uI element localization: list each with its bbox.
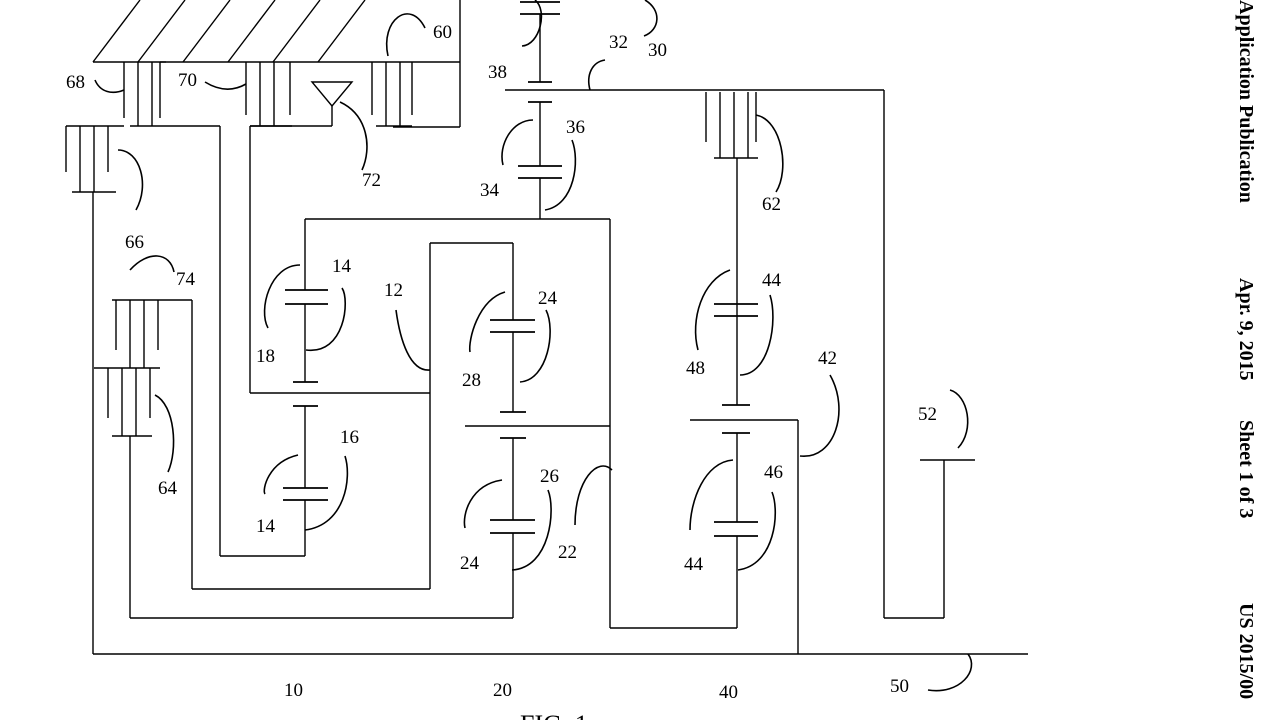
label-72: 72 [362,170,381,191]
label-28: 28 [462,370,481,391]
label-62: 62 [762,194,781,215]
label-20: 20 [493,680,512,701]
label-18: 18 [256,346,275,367]
brake-68 [123,61,166,127]
clutch-64 [94,367,160,437]
gearset-20 [490,243,535,618]
label-34: 34 [480,180,500,201]
label-48: 48 [686,358,705,379]
clutch-66 [65,125,124,193]
brake-70 [245,62,292,127]
label-16: 16 [340,427,359,448]
label-52: 52 [918,404,937,425]
header-number: US 2015/00 [1235,603,1257,699]
label-32: 32 [609,32,628,53]
label-14-lower: 14 [256,516,276,537]
label-68: 68 [66,72,85,93]
reference-numerals: 60 68 70 72 66 74 64 14 12 18 16 14 24 2… [66,22,937,703]
label-12: 12 [384,280,403,301]
label-64: 64 [158,478,178,499]
figure-label: FIG. 1 [520,710,588,720]
members [92,89,1028,655]
brake-60 [371,62,413,127]
label-44-upper: 44 [762,270,782,291]
label-46: 46 [764,462,783,483]
label-66: 66 [125,232,144,253]
label-24-upper: 24 [538,288,558,309]
clutch-62 [705,92,758,159]
label-38: 38 [488,62,507,83]
label-36: 36 [566,117,585,138]
label-74: 74 [176,269,196,290]
label-26: 26 [540,466,559,487]
gearset-30 [518,1,562,219]
label-22: 22 [558,542,577,563]
leader-lines [94,0,973,692]
label-44-lower: 44 [684,554,704,575]
gearset-40 [714,303,758,628]
header-sheet: Sheet 1 of 3 [1235,420,1257,518]
one-way-clutch-72 [310,81,354,126]
label-40: 40 [719,682,738,703]
label-30: 30 [648,40,667,61]
label-60: 60 [433,22,452,43]
gearset-10 [283,219,328,556]
label-10: 10 [284,680,303,701]
header-publication: Application Publication [1235,0,1257,203]
header-date: Apr. 9, 2015 [1235,278,1257,381]
label-70: 70 [178,70,197,91]
label-50: 50 [890,676,909,697]
page-header: Application Publication Apr. 9, 2015 She… [1235,0,1257,699]
clutch-74 [112,299,192,368]
label-14-upper: 14 [332,256,352,277]
label-42: 42 [818,348,837,369]
label-24-lower: 24 [460,553,480,574]
housing-ground [92,0,461,128]
